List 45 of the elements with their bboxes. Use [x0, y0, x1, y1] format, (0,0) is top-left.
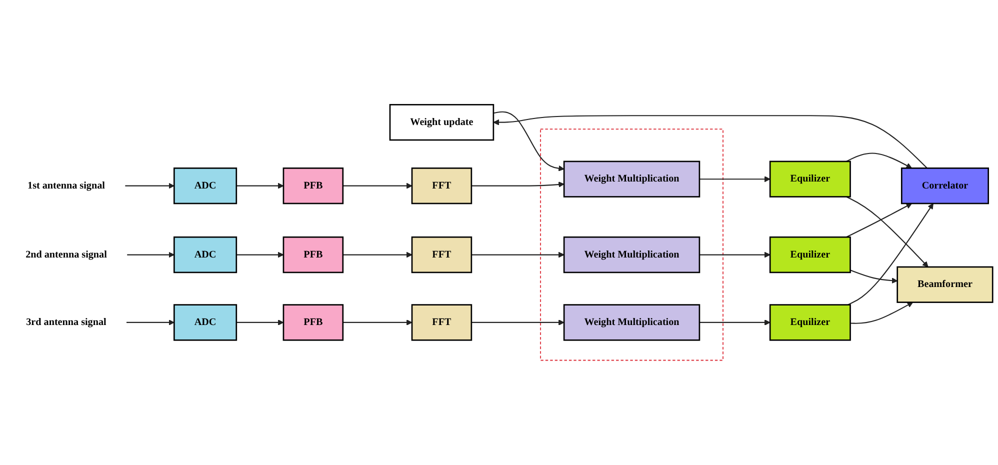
arrow	[125, 182, 174, 189]
node-box: ADC	[173, 236, 238, 274]
cluster	[540, 128, 724, 361]
arrow	[471, 252, 564, 258]
node-box: PFB	[282, 236, 344, 274]
arrow	[846, 203, 912, 238]
node-box: Equilizer	[769, 236, 851, 274]
arrow	[493, 115, 928, 169]
node-text: 1st antenna signal	[28, 180, 105, 192]
arrow	[846, 152, 912, 168]
node-box: Weight Multiplication	[563, 236, 700, 274]
node-box: Equilizer	[769, 160, 851, 198]
node-box: FFT	[411, 236, 472, 274]
arrow	[471, 182, 564, 188]
node-box: Weight Multiplication	[563, 160, 700, 198]
arrow	[342, 252, 412, 258]
arrow	[848, 203, 934, 306]
arrow	[699, 320, 770, 326]
node-box: Weight Multiplication	[563, 304, 700, 341]
arrow	[699, 252, 770, 258]
arrow	[127, 252, 174, 258]
node-box: Equilizer	[769, 304, 851, 341]
arrow	[493, 111, 564, 172]
node-text: 3rd antenna signal	[26, 316, 106, 328]
arrow	[342, 182, 412, 189]
arrow	[236, 182, 284, 189]
node-box: Beamformer	[896, 266, 994, 303]
node-text: 2nd antenna signal	[26, 249, 107, 260]
node-box: ADC	[173, 168, 238, 204]
arrow	[342, 320, 412, 326]
arrow	[699, 176, 770, 182]
node-box: Weight update	[389, 104, 494, 141]
arrow	[850, 302, 914, 324]
node-box: FFT	[411, 168, 472, 204]
arrow	[126, 320, 174, 326]
node-box: Correlator	[900, 168, 989, 204]
node-box: ADC	[173, 304, 238, 341]
arrow	[236, 320, 284, 326]
node-box: PFB	[282, 168, 344, 204]
arrow	[471, 320, 564, 326]
node-box: PFB	[282, 304, 344, 341]
arrow	[846, 196, 928, 268]
arrow	[850, 270, 898, 284]
node-box: FFT	[411, 304, 472, 341]
arrow	[236, 252, 284, 258]
